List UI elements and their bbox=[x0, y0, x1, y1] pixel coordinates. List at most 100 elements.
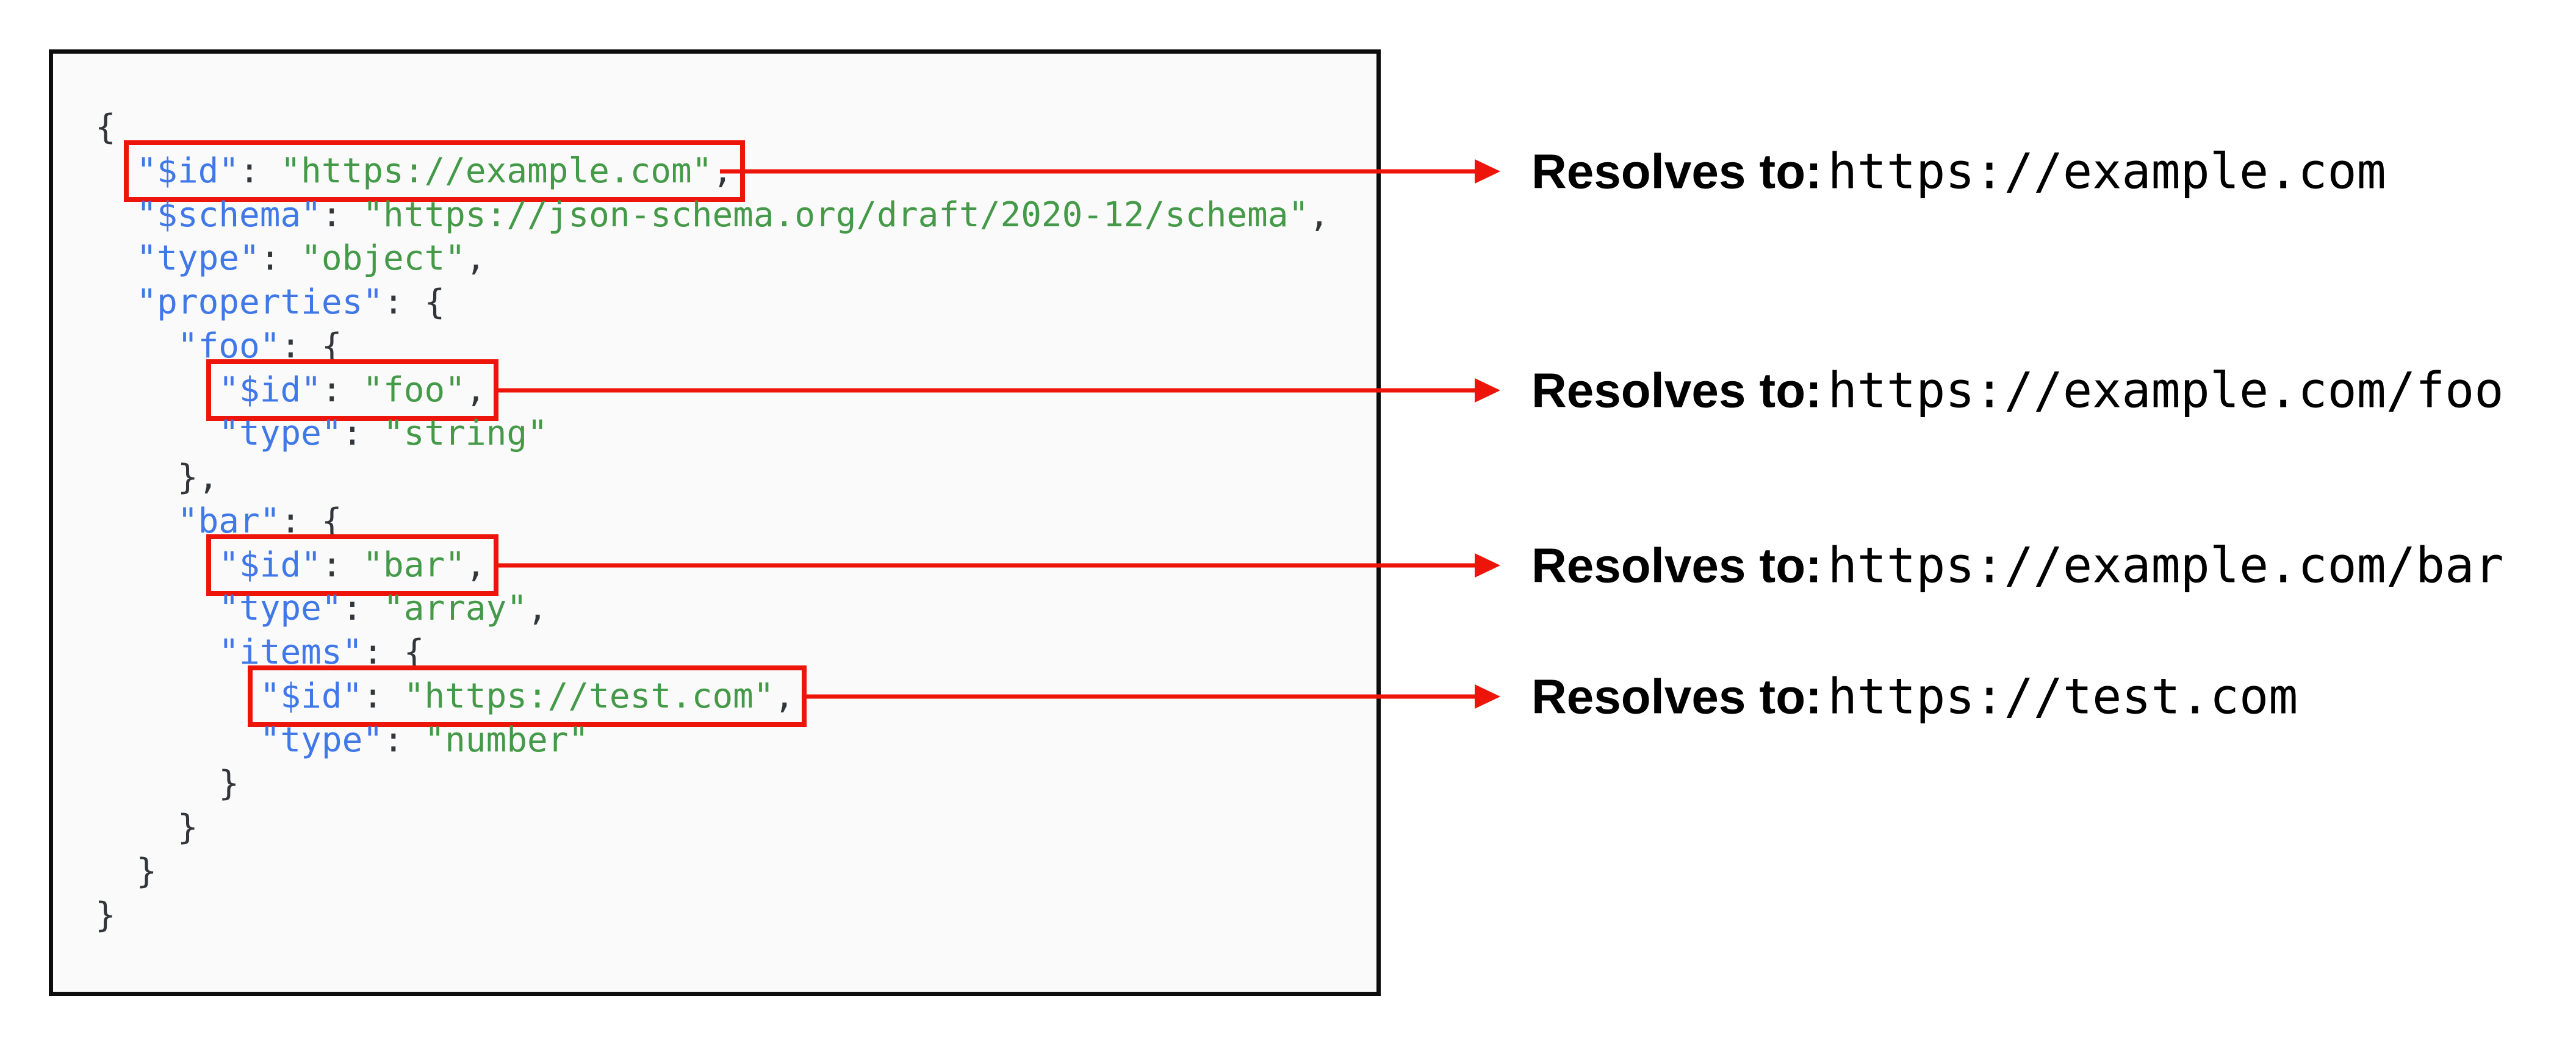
code-punctuation bbox=[95, 282, 136, 322]
code-key: "$id" bbox=[259, 676, 363, 716]
code-punctuation bbox=[95, 545, 218, 585]
code-punctuation bbox=[95, 676, 260, 716]
code-panel: { "$id": "https://example.com", "$schema… bbox=[49, 49, 1381, 996]
code-line: }, bbox=[95, 456, 1376, 500]
code-string: "object" bbox=[301, 238, 466, 279]
code-key: "items" bbox=[218, 633, 363, 672]
code-punctuation: }, bbox=[95, 457, 219, 497]
code-punctuation: : { bbox=[383, 282, 445, 322]
code-punctuation bbox=[95, 326, 178, 366]
code-punctuation: : { bbox=[280, 501, 342, 541]
code-punctuation bbox=[95, 501, 178, 541]
code-punctuation: } bbox=[95, 808, 198, 847]
code-punctuation: , bbox=[1309, 195, 1329, 235]
code-line: } bbox=[95, 894, 1376, 937]
code-punctuation: : bbox=[342, 414, 384, 454]
code-punctuation bbox=[95, 720, 260, 760]
code-line: "$id": "https://example.com", bbox=[95, 140, 1376, 202]
highlight-box: "$id": "bar", bbox=[206, 534, 498, 596]
highlight-box: "$id": "foo", bbox=[206, 359, 498, 421]
code-key: "$id" bbox=[218, 545, 322, 585]
code-key: "$id" bbox=[218, 370, 322, 410]
code-line: "$id": "foo", bbox=[95, 359, 1376, 421]
code-string: "array" bbox=[383, 589, 528, 629]
annotation-row: Resolves to:https://test.com bbox=[1531, 668, 2298, 725]
code-line: } bbox=[95, 762, 1376, 806]
code-key: "properties" bbox=[136, 282, 384, 322]
annotation-row: Resolves to:https://example.com bbox=[1531, 143, 2386, 200]
code-line: "items": { bbox=[95, 631, 1376, 675]
code-string: "bar" bbox=[362, 545, 466, 585]
code-punctuation: , bbox=[465, 238, 486, 279]
resolves-label: Resolves to: bbox=[1531, 669, 1822, 724]
code-punctuation bbox=[95, 589, 218, 628]
code-line: { bbox=[95, 106, 1376, 149]
code-key: "type" bbox=[259, 720, 384, 760]
arrowhead-icon bbox=[1475, 684, 1500, 709]
code-key: "foo" bbox=[177, 326, 281, 366]
code-block: { "$id": "https://example.com", "$schema… bbox=[53, 54, 1376, 992]
code-line: } bbox=[95, 806, 1376, 850]
highlight-box: "$id": "https://example.com", bbox=[124, 140, 746, 202]
code-key: "$schema" bbox=[136, 195, 322, 235]
code-punctuation: : bbox=[362, 676, 404, 716]
code-line: } bbox=[95, 850, 1376, 894]
code-string: "string" bbox=[383, 414, 548, 454]
code-line: "$id": "https://test.com", bbox=[95, 665, 1376, 727]
code-key: "type" bbox=[218, 414, 342, 454]
code-string: "https://json-schema.org/draft/2020-12/s… bbox=[362, 195, 1309, 235]
code-string: "https://example.com" bbox=[280, 151, 713, 191]
code-punctuation: : bbox=[321, 545, 363, 585]
code-line: "properties": { bbox=[95, 281, 1376, 324]
code-punctuation: } bbox=[95, 851, 157, 891]
arrowhead-icon bbox=[1475, 378, 1500, 403]
annotation-row: Resolves to:https://example.com/foo bbox=[1531, 362, 2503, 419]
resolves-label: Resolves to: bbox=[1531, 144, 1822, 199]
code-string: "number" bbox=[424, 720, 589, 760]
code-line: "type": "number" bbox=[95, 719, 1376, 762]
code-line: "$schema": "https://json-schema.org/draf… bbox=[95, 193, 1376, 237]
code-string: "https://test.com" bbox=[403, 676, 774, 716]
code-key: "$id" bbox=[136, 151, 240, 191]
code-punctuation: , bbox=[527, 589, 548, 629]
code-punctuation bbox=[95, 195, 136, 235]
code-punctuation: } bbox=[95, 895, 116, 935]
code-punctuation: , bbox=[712, 151, 733, 191]
resolved-url: https://example.com/foo bbox=[1827, 362, 2504, 419]
code-line: "bar": { bbox=[95, 500, 1376, 543]
code-punctuation: : { bbox=[280, 326, 342, 366]
resolves-label: Resolves to: bbox=[1531, 363, 1822, 418]
annotation-row: Resolves to:https://example.com/bar bbox=[1531, 537, 2503, 594]
resolved-url: https://example.com/bar bbox=[1827, 537, 2504, 594]
code-key: "type" bbox=[136, 238, 260, 279]
code-line: "$id": "bar", bbox=[95, 534, 1376, 596]
code-punctuation: : bbox=[383, 720, 425, 760]
code-key: "type" bbox=[218, 589, 342, 629]
highlight-box: "$id": "https://test.com", bbox=[247, 665, 807, 727]
code-punctuation bbox=[95, 414, 218, 453]
code-line: "type": "object", bbox=[95, 237, 1376, 281]
code-punctuation: } bbox=[95, 764, 240, 804]
code-punctuation: : bbox=[321, 195, 363, 235]
arrowhead-icon bbox=[1475, 553, 1500, 578]
code-string: "foo" bbox=[362, 370, 466, 410]
code-punctuation bbox=[95, 370, 218, 410]
code-punctuation: , bbox=[774, 676, 795, 716]
code-punctuation bbox=[95, 633, 218, 672]
resolved-url: https://example.com bbox=[1827, 143, 2386, 200]
code-punctuation: : { bbox=[362, 633, 425, 672]
code-line: "type": "array", bbox=[95, 587, 1376, 631]
code-punctuation: , bbox=[465, 545, 486, 585]
code-line: "type": "string" bbox=[95, 412, 1376, 456]
code-punctuation bbox=[95, 238, 136, 278]
code-punctuation: : bbox=[342, 589, 384, 629]
code-key: "bar" bbox=[177, 501, 281, 541]
code-punctuation: : bbox=[321, 370, 363, 410]
code-line: "foo": { bbox=[95, 324, 1376, 368]
resolved-url: https://test.com bbox=[1827, 668, 2298, 725]
arrowhead-icon bbox=[1475, 159, 1500, 184]
resolves-label: Resolves to: bbox=[1531, 538, 1822, 593]
code-punctuation: { bbox=[95, 107, 116, 147]
code-punctuation: : bbox=[259, 238, 301, 279]
